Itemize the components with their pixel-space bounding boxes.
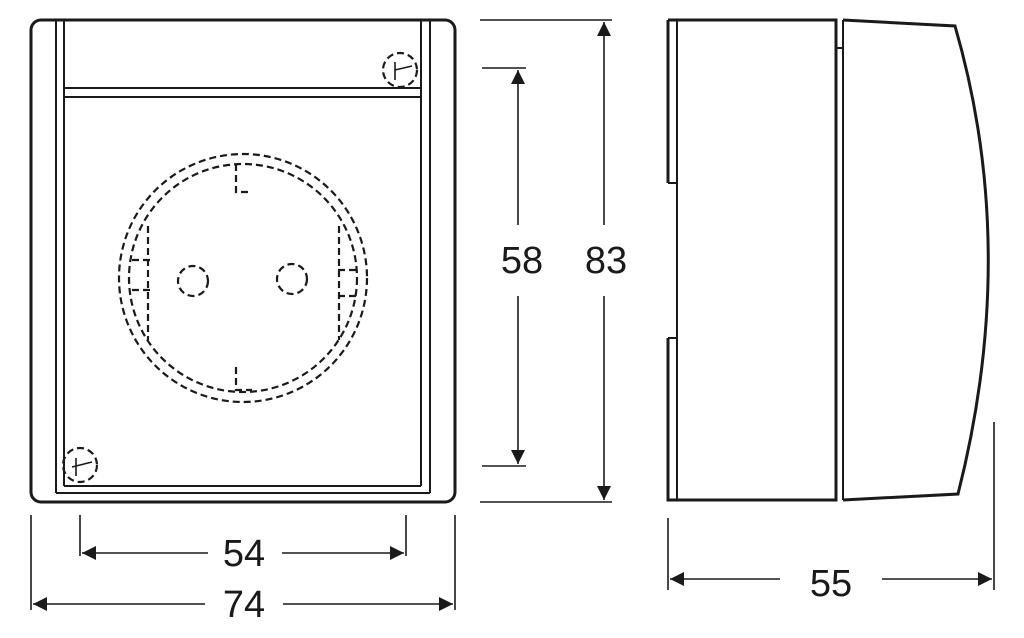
- dimension-inner-width: 54: [79, 515, 407, 575]
- pin-hole-left: [176, 264, 210, 298]
- dimension-label-54: 54: [223, 533, 265, 575]
- dimension-label-83: 83: [585, 240, 627, 282]
- side-view: [666, 18, 990, 502]
- pin-hole-right: [275, 262, 309, 296]
- dimension-label-58: 58: [501, 240, 543, 282]
- dimension-label-74: 74: [223, 584, 265, 626]
- dimension-inner-height: 58: [482, 67, 543, 467]
- dimension-outer-width: 74: [30, 515, 456, 626]
- front-outer-housing: [29, 18, 457, 504]
- socket-outline: [117, 152, 369, 404]
- front-view: [29, 18, 457, 504]
- dimension-depth: 55: [667, 422, 995, 605]
- dimension-label-55: 55: [810, 563, 852, 605]
- screw-bottom-left: [61, 446, 99, 484]
- dimension-outer-height: 83: [480, 19, 627, 503]
- screw-top-right: [381, 51, 419, 89]
